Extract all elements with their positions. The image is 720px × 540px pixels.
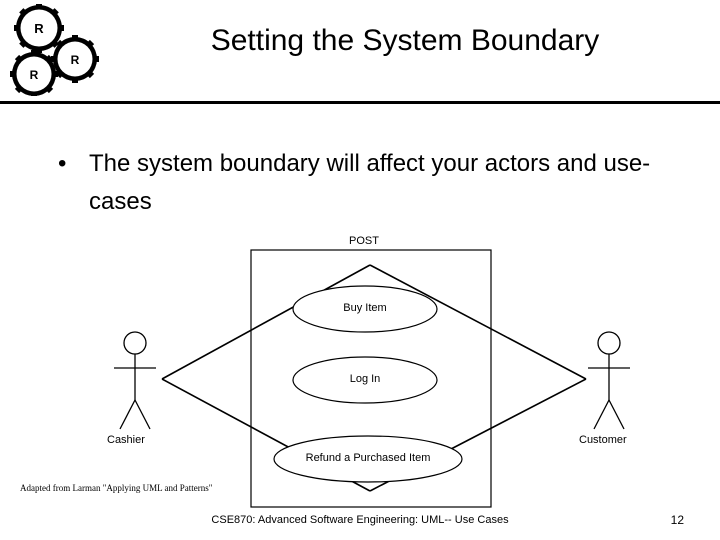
system-boundary-label: POST [349, 235, 379, 247]
use-case-ellipse-buy-item [292, 285, 438, 333]
footer-course-label: CSE870: Advanced Software Engineering: U… [211, 514, 509, 526]
svg-text:R: R [30, 68, 39, 82]
use-case-label-log-in: Log In [349, 373, 381, 385]
page-title: Setting the System Boundary [210, 24, 600, 57]
use-case-label-buy-item: Buy Item [343, 302, 387, 314]
actor-label-cashier: Cashier [107, 434, 145, 446]
system-boundary-rect [250, 249, 492, 508]
bullet-text: The system boundary will affect your act… [89, 150, 651, 216]
use-case-ellipse-log-in [292, 356, 438, 404]
source-attribution: Adapted from Larman "Applying UML and Pa… [20, 483, 213, 493]
use-case-ellipse-refund [273, 435, 463, 483]
page-number: 12 [670, 513, 684, 527]
actor-figure-cashier [114, 331, 156, 430]
svg-text:R: R [34, 21, 44, 36]
header-divider [0, 101, 720, 104]
actor-link-customer-upper [369, 264, 587, 380]
use-case-label-refund: Refund a Purchased Item [305, 452, 431, 464]
actor-link-cashier-upper [161, 264, 371, 380]
use-case-diagram: POST Buy Item Log In Refund a Purchased … [0, 225, 720, 515]
bullet-marker: • [58, 150, 67, 177]
actor-figure-customer [588, 331, 630, 430]
bullet-item: • The system boundary will affect your a… [58, 145, 678, 222]
gear-logo-icon: R R R [6, 3, 102, 98]
actor-label-customer: Customer [579, 434, 627, 446]
svg-text:R: R [71, 53, 80, 67]
